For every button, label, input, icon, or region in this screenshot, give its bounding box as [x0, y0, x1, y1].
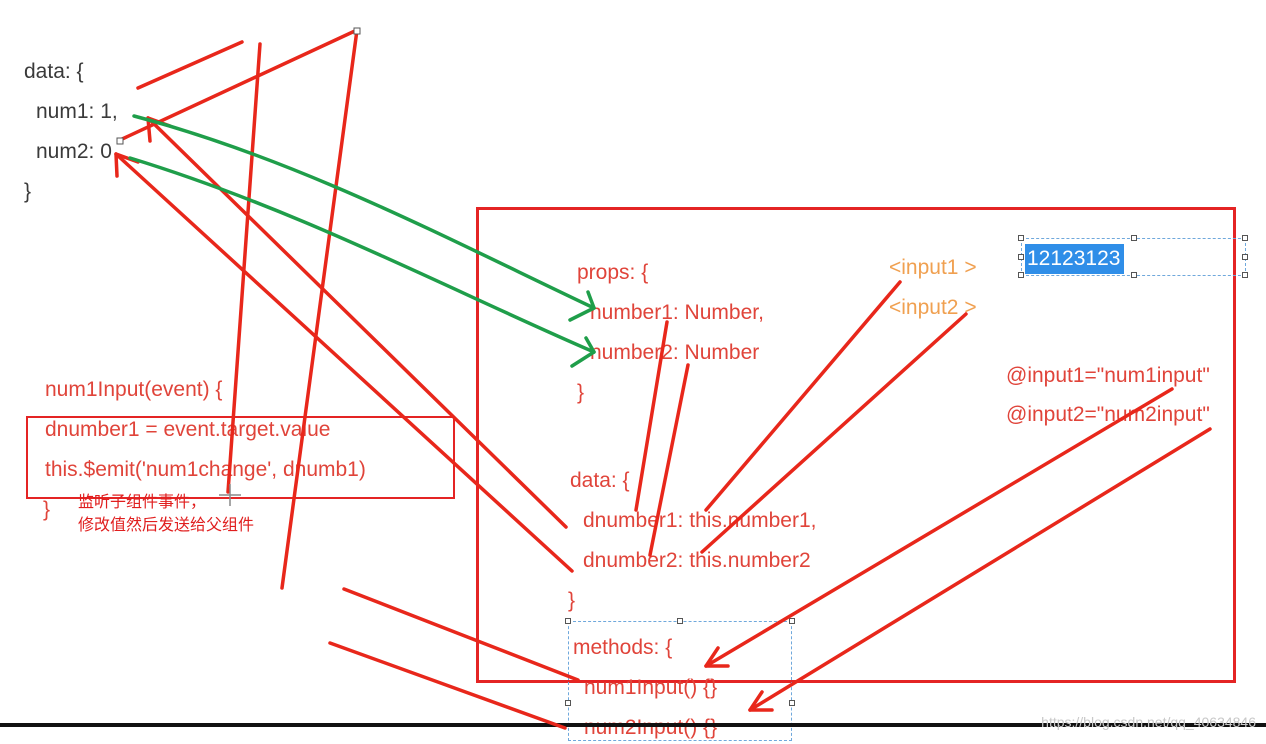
selection-handle[interactable] — [1131, 235, 1137, 241]
parent-data-num2: num2: 0 — [36, 140, 112, 163]
selection-handle[interactable] — [677, 618, 683, 624]
selection-handle[interactable] — [1242, 254, 1248, 260]
method-num1input: num1Input() {} — [584, 676, 718, 699]
selected-input-value[interactable]: 12123123 — [1025, 244, 1125, 274]
selection-handle — [353, 27, 361, 35]
selection-handle[interactable] — [1242, 235, 1248, 241]
scribble-stroke — [280, 28, 359, 590]
template-input2: <input2 > — [889, 296, 977, 319]
parent-data-close: } — [24, 180, 32, 203]
selection-handle[interactable] — [789, 618, 795, 624]
selection-handle[interactable] — [1018, 235, 1024, 241]
props-open: props: { — [577, 261, 649, 284]
selection-handle[interactable] — [1131, 272, 1137, 278]
props-close: } — [577, 381, 585, 404]
handler-assign: dnumber1 = event.target.value — [45, 418, 331, 441]
parent-data-open: data: { — [24, 60, 84, 83]
annotation-line2: 修改值然后发送给父组件 — [78, 517, 255, 534]
annotation-line1: 监听子组件事件， — [78, 494, 207, 511]
selection-handle[interactable] — [1018, 272, 1024, 278]
selection-handle — [116, 137, 124, 145]
child-data-open: data: { — [570, 469, 630, 492]
parent-data-num1: num1: 1, — [36, 100, 118, 123]
methods-open: methods: { — [573, 636, 673, 659]
scribble-stroke — [136, 40, 244, 90]
watermark: https://blog.csdn.net/qq_40634846 — [1041, 714, 1256, 730]
handler-signature: num1Input(event) { — [45, 378, 223, 401]
red-arrowhead — [114, 152, 140, 178]
selection-handle[interactable] — [565, 618, 571, 624]
template-bind1: @input1="num1input" — [1006, 364, 1210, 387]
bottom-divider — [0, 723, 1266, 727]
selection-handle[interactable] — [789, 700, 795, 706]
red-arrowhead — [146, 116, 172, 143]
child-data-dnumber2: dnumber2: this.number2 — [583, 549, 811, 572]
child-data-dnumber1: dnumber1: this.number1, — [583, 509, 817, 532]
scribble-stroke — [118, 28, 359, 142]
method-num2input: num2Input() {} — [584, 716, 718, 739]
selection-handle[interactable] — [1018, 254, 1024, 260]
selection-handle[interactable] — [1242, 272, 1248, 278]
handler-emit: this.$emit('num1change', dnumb1) — [45, 458, 366, 481]
selection-handle[interactable] — [565, 700, 571, 706]
template-bind2: @input2="num2input" — [1006, 403, 1210, 426]
prop-number2: number2: Number — [590, 341, 760, 364]
handler-close: } — [43, 498, 51, 521]
prop-number1: number1: Number, — [590, 301, 764, 324]
template-input1: <input1 > — [889, 256, 977, 279]
child-data-close: } — [568, 589, 576, 612]
